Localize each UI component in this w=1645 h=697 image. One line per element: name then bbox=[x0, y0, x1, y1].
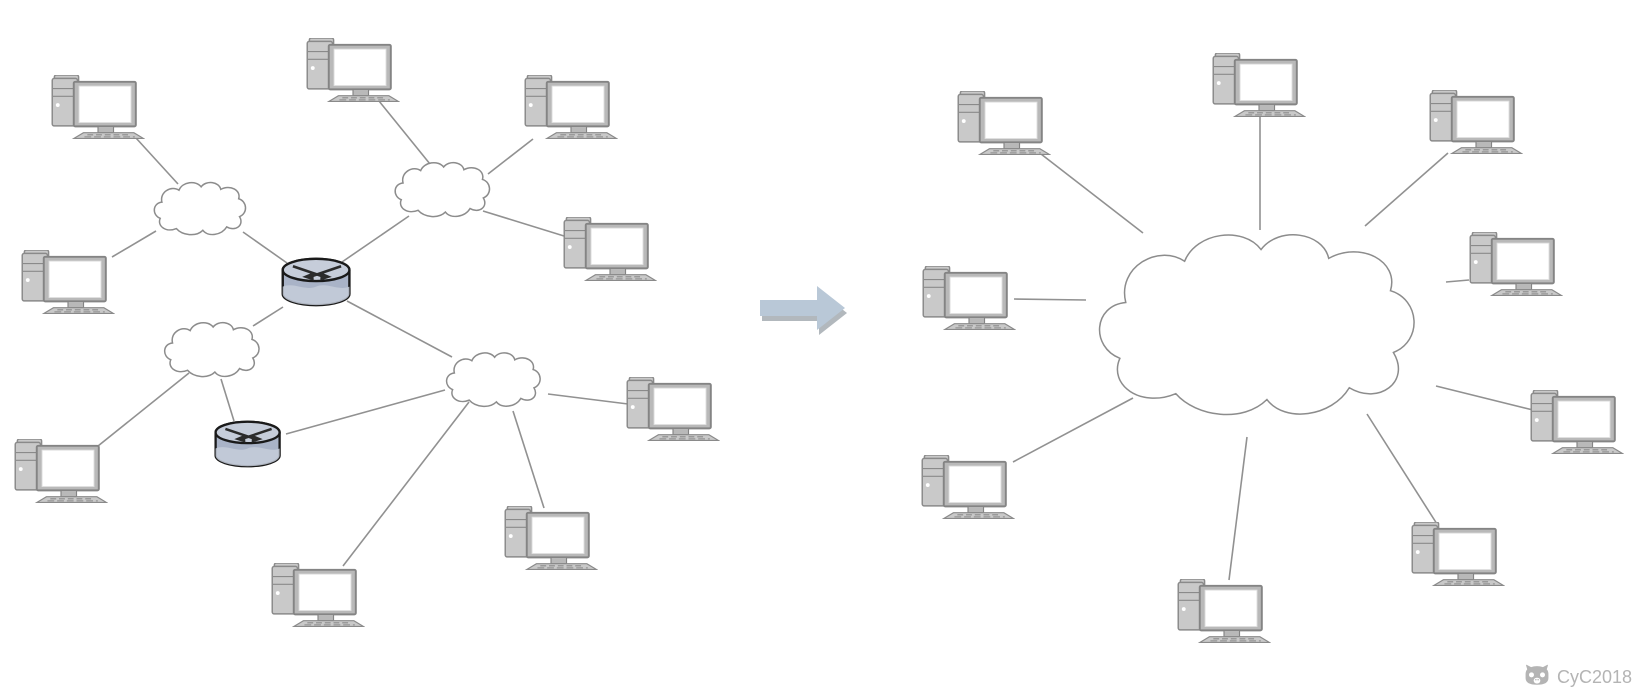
network-link-line bbox=[1364, 152, 1449, 227]
network-link-line bbox=[252, 306, 284, 327]
network-link-line bbox=[547, 393, 629, 405]
network-link-line bbox=[1366, 413, 1438, 525]
router-icon bbox=[281, 257, 351, 307]
arrow-body bbox=[760, 286, 845, 330]
computer-icon bbox=[1177, 579, 1271, 643]
network-link-line bbox=[1228, 436, 1248, 581]
network-link-line bbox=[220, 378, 235, 422]
computer-icon bbox=[1530, 390, 1624, 454]
watermark: CyC2018 bbox=[1522, 664, 1632, 691]
network-link-line bbox=[341, 215, 410, 263]
network-link-line bbox=[487, 138, 534, 175]
computer-icon bbox=[563, 217, 657, 281]
network-link-line bbox=[1012, 397, 1134, 463]
computer-icon bbox=[626, 377, 720, 441]
network-link-line bbox=[378, 100, 431, 165]
computer-icon bbox=[1212, 53, 1306, 117]
network-link-line bbox=[1013, 298, 1087, 301]
network-link-line bbox=[482, 210, 565, 237]
watermark-text: CyC2018 bbox=[1557, 667, 1633, 687]
computer-icon bbox=[271, 563, 365, 627]
left-topology bbox=[14, 38, 720, 627]
network-cloud-icon bbox=[164, 321, 260, 378]
network-link-line bbox=[242, 231, 288, 264]
computer-icon bbox=[306, 38, 400, 102]
network-link-line bbox=[285, 389, 446, 435]
computer-icon bbox=[921, 455, 1015, 519]
network-cloud-icon bbox=[394, 161, 491, 218]
octocat-icon bbox=[1525, 664, 1549, 685]
network-link-line bbox=[1445, 279, 1470, 283]
computer-icon bbox=[14, 439, 108, 503]
network-link-line bbox=[1040, 153, 1144, 234]
computer-icon bbox=[1411, 522, 1505, 586]
router-icon bbox=[214, 420, 281, 468]
computer-icon bbox=[524, 75, 618, 139]
internet-cloud-icon bbox=[1100, 235, 1415, 415]
right-topology bbox=[921, 53, 1624, 643]
computer-icon bbox=[922, 266, 1016, 330]
network-link-line bbox=[1435, 385, 1534, 411]
network-link-line bbox=[342, 401, 470, 567]
transform-arrow-icon bbox=[760, 286, 847, 335]
computer-icon bbox=[51, 75, 145, 139]
network-cloud-icon bbox=[153, 181, 247, 236]
computer-icon bbox=[504, 506, 598, 570]
network-link-line bbox=[346, 300, 453, 358]
computer-icon bbox=[1469, 232, 1563, 296]
computer-icon bbox=[957, 91, 1051, 155]
network-cloud-icon bbox=[445, 352, 541, 407]
computer-icon bbox=[21, 250, 115, 314]
network-link-line bbox=[512, 410, 545, 509]
network-link-line bbox=[97, 372, 190, 447]
network-link-line bbox=[111, 230, 157, 258]
network-link-line bbox=[135, 137, 179, 185]
computer-icon bbox=[1429, 90, 1523, 154]
